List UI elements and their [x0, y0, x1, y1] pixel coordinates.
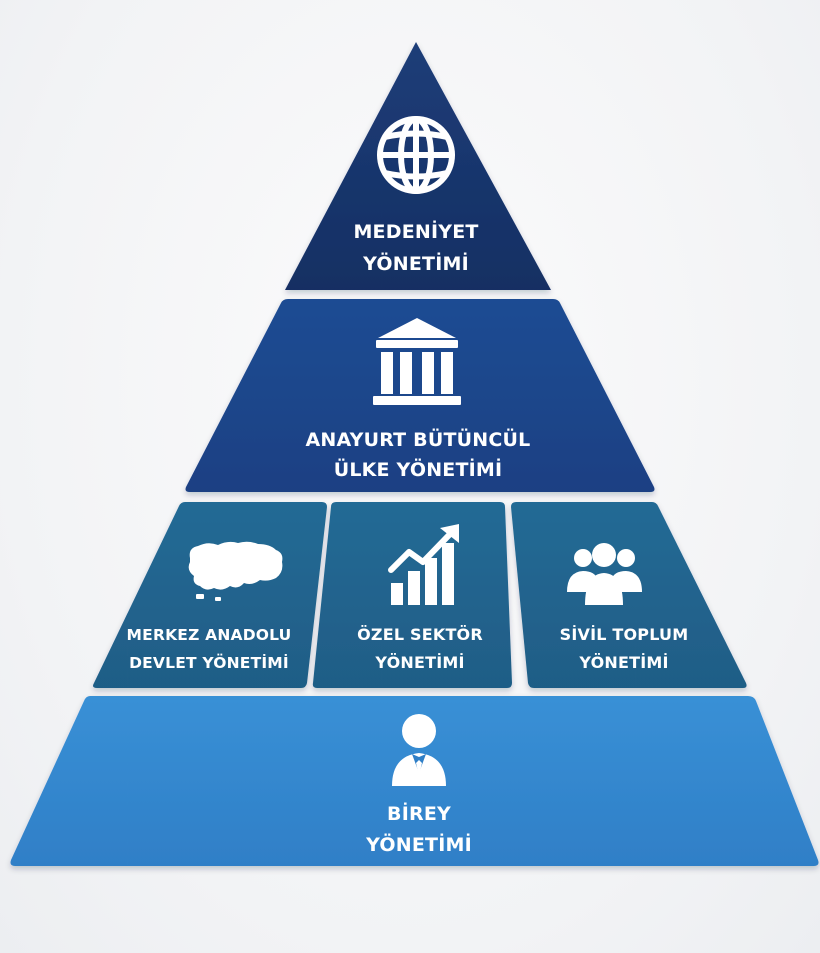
tier-anayurt-line2: ÜLKE YÖNETİMİ: [334, 457, 503, 481]
government-building-icon: [373, 318, 461, 405]
tier-birey-line2: YÖNETİMİ: [365, 832, 472, 856]
tier-birey: BİREY YÖNETİMİ: [10, 696, 819, 866]
tier-sivil-shape: [511, 502, 747, 688]
tier-sivil: SİVİL TOPLUM YÖNETİMİ: [511, 502, 747, 688]
tier-medeniyet-line1: MEDENİYET: [353, 219, 478, 243]
tier-merkez-line2: DEVLET YÖNETİMİ: [129, 653, 289, 672]
people-group-icon: [567, 543, 642, 605]
tier-medeniyet: MEDENİYET YÖNETİMİ: [285, 42, 551, 290]
tier-merkez-line1: MERKEZ ANADOLU: [127, 626, 292, 644]
tier-anayurt-line1: ANAYURT BÜTÜNCÜL: [306, 427, 531, 451]
tier-ozel: ÖZEL SEKTÖR YÖNETİMİ: [312, 502, 512, 688]
person-icon: [392, 714, 446, 786]
tier-anayurt-shape: [185, 299, 655, 492]
globe-icon: [377, 116, 455, 194]
tier-medeniyet-line2: YÖNETİMİ: [362, 251, 469, 275]
turkey-map-icon: [188, 541, 283, 601]
tier-birey-line1: BİREY: [387, 801, 451, 825]
tier-ozel-line2: YÖNETİMİ: [374, 653, 464, 672]
tier-sivil-line2: YÖNETİMİ: [578, 653, 668, 672]
tier-merkez: MERKEZ ANADOLU DEVLET YÖNETİMİ: [93, 502, 327, 688]
tier-sivil-line1: SİVİL TOPLUM: [560, 625, 689, 644]
growth-chart-icon: [388, 524, 459, 605]
tier-anayurt: ANAYURT BÜTÜNCÜL ÜLKE YÖNETİMİ: [185, 299, 655, 492]
tier-ozel-line1: ÖZEL SEKTÖR: [357, 625, 483, 644]
